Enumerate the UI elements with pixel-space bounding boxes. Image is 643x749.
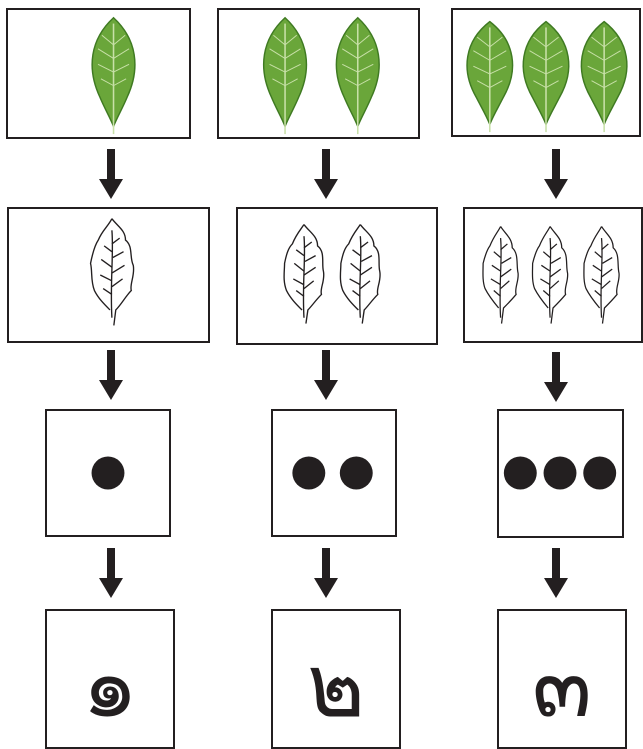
thai-numeral: ๓ xyxy=(531,634,593,738)
outline-leaf-icon xyxy=(339,224,381,324)
outline-leaf-group xyxy=(482,226,620,324)
outline-leaf-icon xyxy=(482,226,519,324)
down-arrow-icon xyxy=(99,350,123,400)
outline-leaf-icon xyxy=(531,226,569,324)
outline-leaf-group xyxy=(89,218,135,326)
dot-icon xyxy=(339,456,373,490)
dot-icon xyxy=(543,456,577,490)
outline-leaf-group xyxy=(283,224,381,324)
dot-box-2 xyxy=(271,409,397,537)
outline-leaf-box-1 xyxy=(7,207,210,343)
outline-leaf-icon xyxy=(89,218,135,326)
real-leaf-group xyxy=(466,20,628,133)
real-leaf-box-2 xyxy=(217,8,420,139)
real-leaf-group xyxy=(262,16,380,135)
thai-numeral: ๑ xyxy=(82,634,138,738)
real-leaf-icon xyxy=(91,16,136,135)
real-leaf-icon xyxy=(580,20,628,133)
dot-icon xyxy=(503,456,537,490)
outline-leaf-icon xyxy=(283,224,325,324)
real-leaf-icon xyxy=(262,16,308,135)
dot-box-3 xyxy=(497,409,624,538)
down-arrow-icon xyxy=(314,350,338,400)
real-leaf-icon xyxy=(522,20,570,133)
down-arrow-icon xyxy=(314,149,338,199)
dot-icon xyxy=(583,456,617,490)
numeral-box-2: ๒ xyxy=(271,609,401,749)
down-arrow-icon xyxy=(99,149,123,199)
dot-icon xyxy=(91,456,125,490)
down-arrow-icon xyxy=(544,548,568,598)
dot-box-1 xyxy=(45,409,171,537)
real-leaf-box-3 xyxy=(451,8,641,137)
dot-group xyxy=(292,456,373,490)
outline-leaf-box-2 xyxy=(236,207,438,345)
down-arrow-icon xyxy=(99,548,123,598)
real-leaf-group xyxy=(91,16,136,135)
real-leaf-icon xyxy=(335,16,380,135)
down-arrow-icon xyxy=(314,548,338,598)
down-arrow-icon xyxy=(544,149,568,199)
real-leaf-box-1 xyxy=(6,8,191,139)
down-arrow-icon xyxy=(544,352,568,402)
thai-numeral: ๒ xyxy=(306,634,365,738)
dot-group xyxy=(503,456,617,490)
dot-icon xyxy=(292,456,326,490)
numeral-box-3: ๓ xyxy=(497,609,627,749)
numeral-box-1: ๑ xyxy=(45,609,175,749)
outline-leaf-icon xyxy=(583,226,620,324)
dot-group xyxy=(91,456,125,490)
real-leaf-icon xyxy=(466,20,514,133)
outline-leaf-box-3 xyxy=(463,207,643,343)
